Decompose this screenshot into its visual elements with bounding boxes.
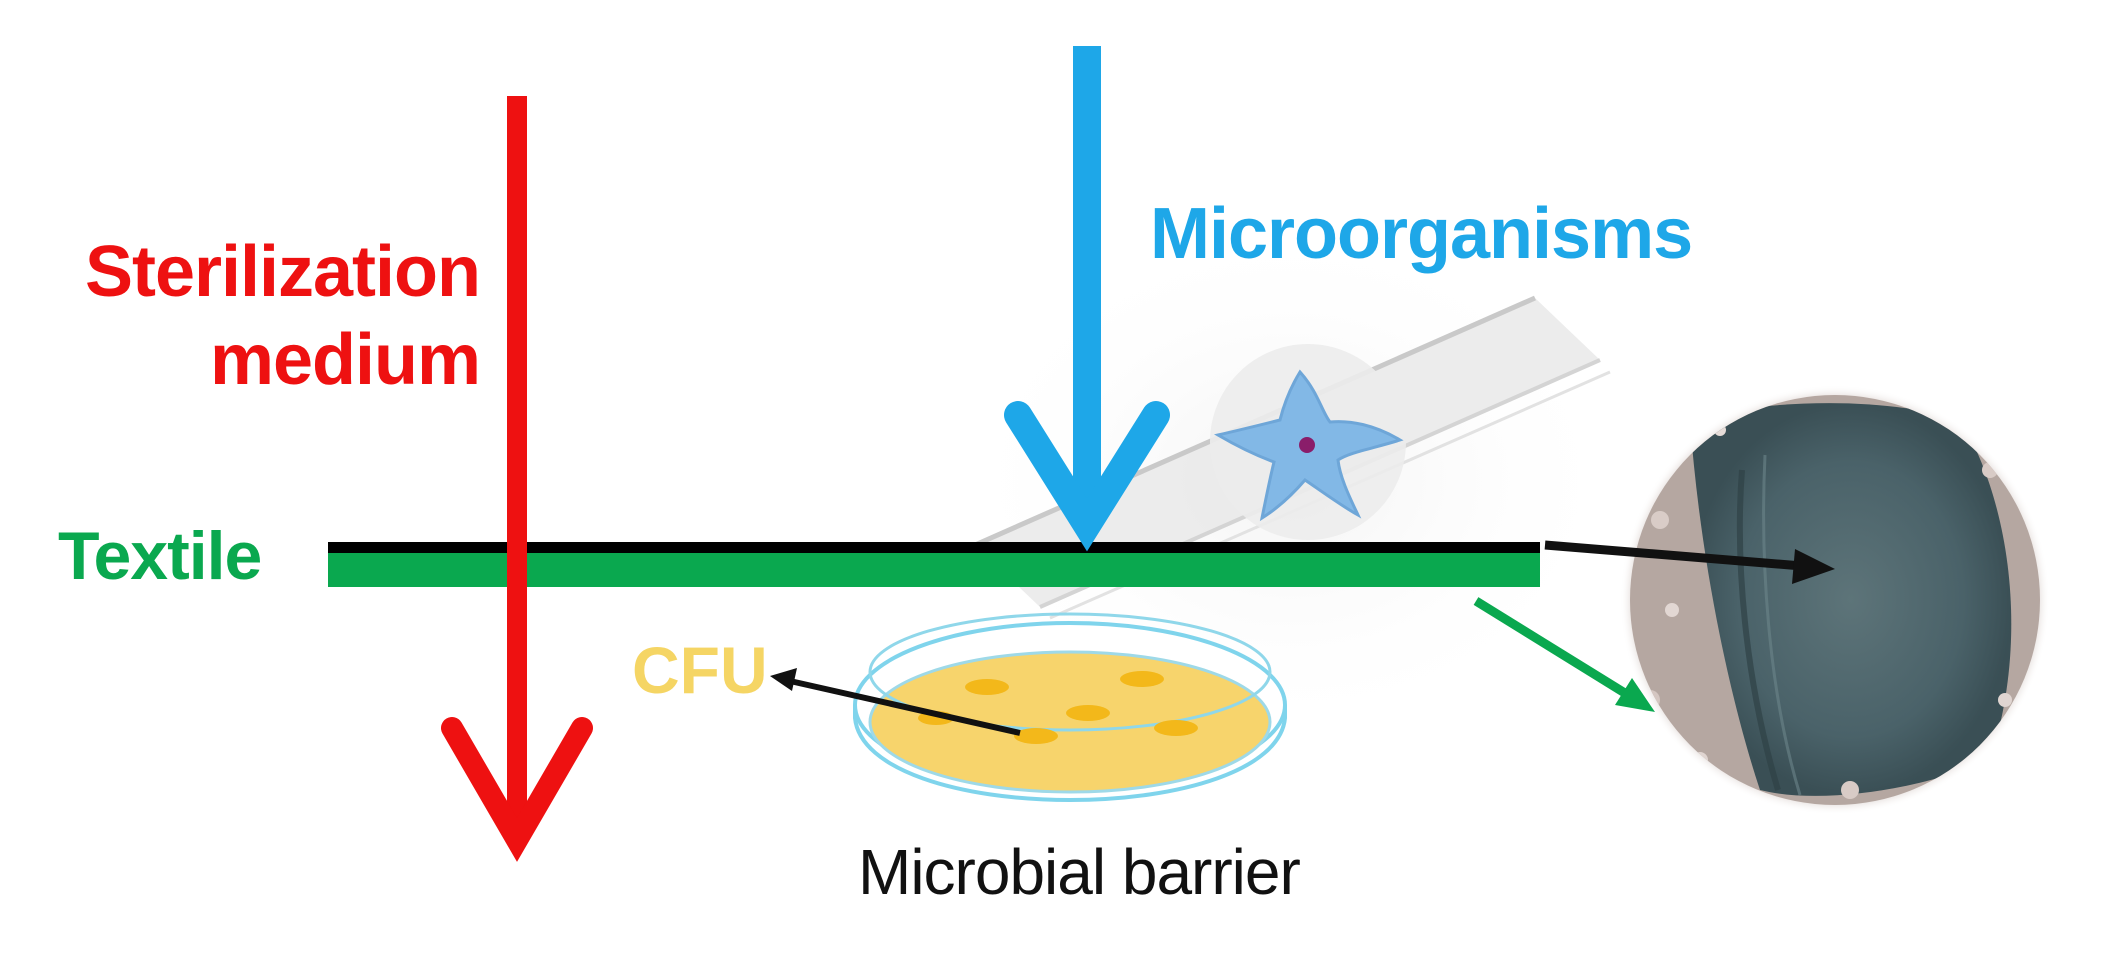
colony	[1066, 705, 1110, 721]
magnify-arrow	[1544, 540, 1835, 584]
petri-dish-icon	[853, 612, 1287, 803]
cfu-pointer-arrow	[770, 668, 1021, 736]
starfish-microorganism-icon	[1210, 344, 1406, 540]
colony	[1014, 728, 1058, 744]
microbial-barrier-label: Microbial barrier	[858, 836, 1301, 908]
microorganisms-arrow	[1004, 46, 1170, 552]
sterilization-arrow	[441, 96, 593, 862]
colony	[965, 679, 1009, 695]
colony	[1154, 720, 1198, 736]
fiber-magnifier-icon	[1620, 385, 2050, 815]
sterilization-label-line1: Sterilization	[84, 232, 481, 312]
fiber-arrow	[1473, 597, 1655, 712]
textile-band	[328, 542, 1540, 587]
microorganisms-label: Microorganisms	[1150, 194, 1693, 274]
textile-label: Textile	[58, 518, 262, 594]
sterilization-label-line2: medium	[209, 320, 481, 400]
sterilization-medium-label: Sterilization medium	[60, 228, 481, 404]
cfu-label: CFU	[632, 633, 768, 707]
colony	[1120, 671, 1164, 687]
